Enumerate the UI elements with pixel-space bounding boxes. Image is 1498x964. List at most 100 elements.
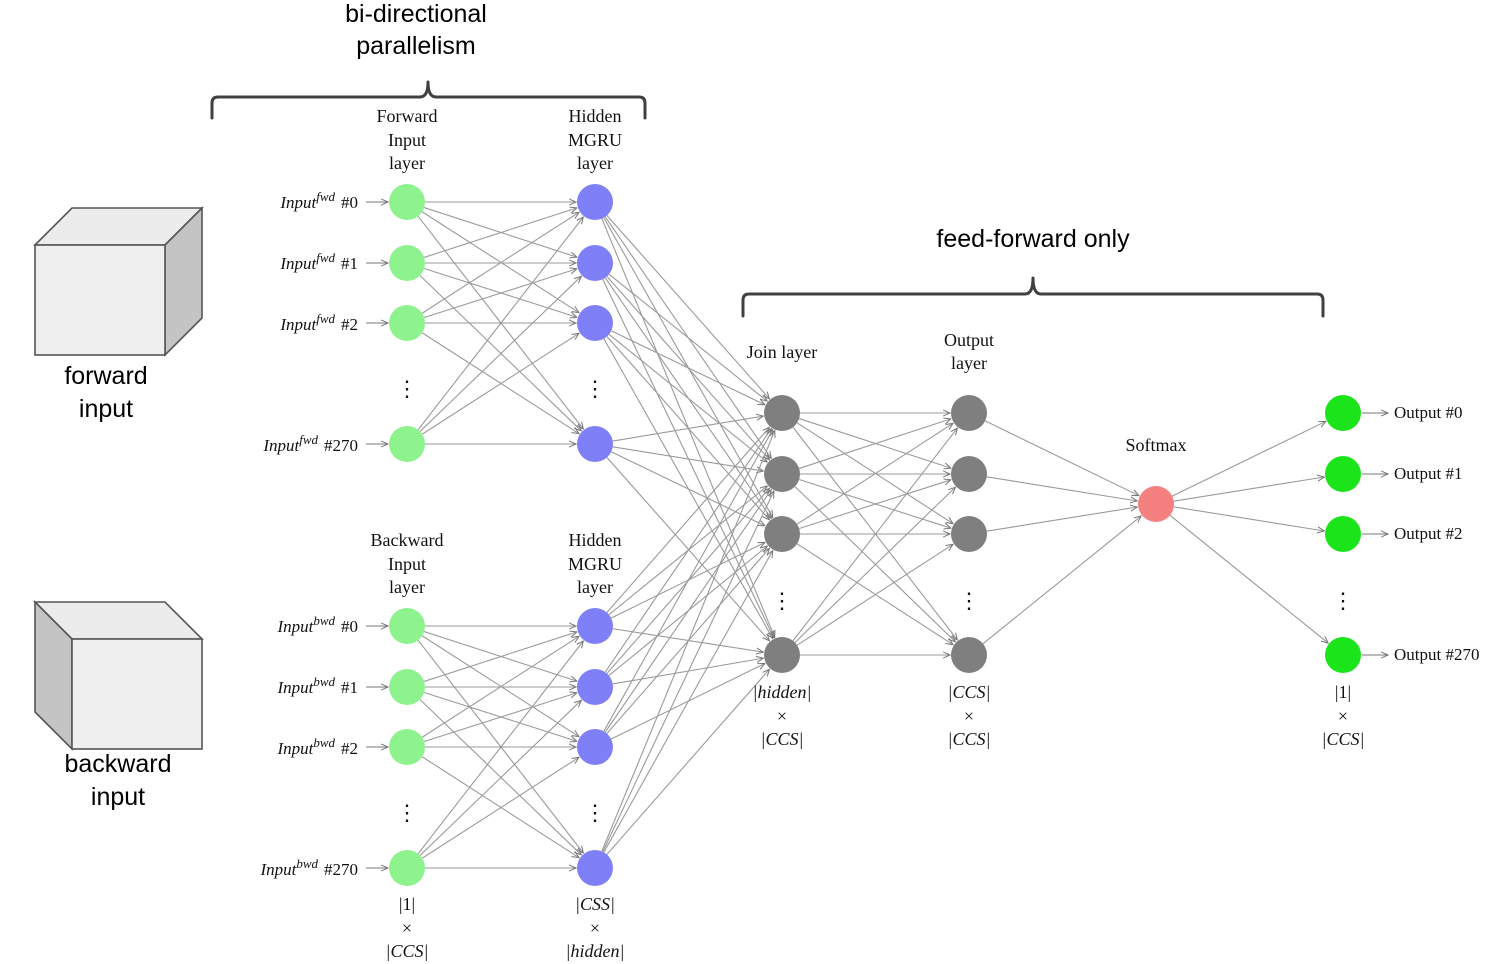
bwd-input-node bbox=[389, 729, 425, 765]
connection-hidden-fwd-join bbox=[612, 416, 763, 442]
input-fwd-0-label: Inputfwd#0 bbox=[279, 189, 358, 212]
svg-text:layer: layer bbox=[577, 153, 613, 173]
hidden-bwd-node bbox=[577, 729, 613, 765]
connection-join-output bbox=[796, 423, 953, 525]
bwd-input-node bbox=[389, 669, 425, 705]
svg-text:|CSS|: |CSS| bbox=[575, 894, 615, 914]
softmax-node bbox=[1138, 486, 1174, 522]
nodes bbox=[389, 184, 1361, 886]
ellipsis-hidden-fwd: ⋮ bbox=[584, 376, 606, 401]
svg-text:Output: Output bbox=[944, 330, 994, 350]
svg-text:Backward: Backward bbox=[371, 530, 444, 550]
connection-hidden-fwd-join bbox=[606, 215, 769, 398]
feedforward-label: feed-forward only bbox=[936, 225, 1130, 253]
svg-text:|CCS|: |CCS| bbox=[761, 729, 804, 749]
connection-hidden-fwd-join bbox=[606, 457, 769, 640]
svg-text:Hidden: Hidden bbox=[569, 530, 622, 550]
output-layer-node bbox=[951, 395, 987, 431]
svg-text:Hidden: Hidden bbox=[569, 106, 622, 126]
ellipsis-output: ⋮ bbox=[958, 588, 980, 613]
ellipsis-join: ⋮ bbox=[771, 588, 793, 613]
join-layer-title: Join layer bbox=[747, 342, 817, 362]
bidirectional-label-line2: parallelism bbox=[356, 32, 475, 60]
forward-input-layer-title: Forward Input layer bbox=[377, 106, 438, 173]
svg-text:Inputbwd#1: Inputbwd#1 bbox=[276, 674, 358, 697]
connection-hidden-fwd-join bbox=[608, 273, 767, 401]
join-node bbox=[764, 637, 800, 673]
join-node bbox=[764, 395, 800, 431]
connection-hidden-fwd-join bbox=[612, 446, 763, 471]
connection-hidden-bwd-join bbox=[601, 431, 775, 852]
svg-text:Inputfwd#270: Inputfwd#270 bbox=[262, 432, 358, 455]
input-fwd-270-label: Inputfwd#270 bbox=[262, 432, 358, 455]
connection-hidden-fwd-join bbox=[610, 451, 765, 526]
svg-text:Inputfwd#1: Inputfwd#1 bbox=[279, 250, 358, 273]
svg-text:|CCS|: |CCS| bbox=[948, 682, 991, 702]
hidden-bwd-layer-title: Hidden MGRU layer bbox=[568, 530, 622, 597]
backward-input-cube-icon: backward input bbox=[33, 600, 204, 811]
fwd-input-node bbox=[389, 305, 425, 341]
svg-text:Inputfwd#2: Inputfwd#2 bbox=[279, 311, 358, 334]
svg-text:layer: layer bbox=[951, 353, 987, 373]
input-bwd-0-label: Inputbwd#0 bbox=[276, 613, 358, 636]
output-1-label: Output #1 bbox=[1394, 464, 1462, 483]
connection-hidden-bwd-join bbox=[606, 669, 770, 855]
backward-input-layer-title: Backward Input layer bbox=[371, 530, 444, 597]
connection-hidden-bwd-join bbox=[603, 551, 773, 853]
ellipses: ⋮ ⋮ ⋮ ⋮ ⋮ ⋮ ⋮ bbox=[396, 376, 1354, 825]
backward-input-dims: |1| × |CCS| bbox=[386, 894, 429, 961]
connection-fwd-input-hidden bbox=[421, 333, 579, 435]
hidden-fwd-node bbox=[577, 184, 613, 220]
svg-text:|hidden|: |hidden| bbox=[566, 941, 625, 961]
backward-input-labels: Inputbwd#0 Inputbwd#1 Inputbwd#2 Inputbw… bbox=[259, 613, 358, 879]
hidden-fwd-node bbox=[577, 305, 613, 341]
fwd-input-node bbox=[389, 426, 425, 462]
connection-fwd-input-hidden bbox=[417, 217, 583, 431]
hidden-bwd-node bbox=[577, 850, 613, 886]
feedforward-brace: feed-forward only bbox=[741, 225, 1325, 318]
connection-softmax-final bbox=[1171, 421, 1326, 497]
backward-cube-label-line1: backward bbox=[65, 750, 172, 778]
forward-input-labels: Inputfwd#0 Inputfwd#1 Inputfwd#2 Inputfw… bbox=[262, 189, 358, 455]
forward-input-cube-icon: forward input bbox=[33, 206, 204, 423]
connection-fwd-input-hidden bbox=[421, 212, 579, 314]
svg-text:×: × bbox=[590, 918, 600, 938]
output-layer-node bbox=[951, 516, 987, 552]
connection-output-softmax bbox=[984, 420, 1139, 496]
final-output-node bbox=[1325, 637, 1361, 673]
bidirectional-brace: bi-directional parallelism bbox=[210, 0, 647, 120]
connections bbox=[366, 202, 1388, 868]
svg-text:layer: layer bbox=[389, 577, 425, 597]
svg-text:|hidden|: |hidden| bbox=[753, 682, 812, 702]
svg-text:layer: layer bbox=[389, 153, 425, 173]
svg-text:×: × bbox=[402, 918, 412, 938]
backward-cube-label-line2: input bbox=[91, 783, 145, 811]
connection-hidden-bwd-join bbox=[602, 491, 774, 852]
final-dims: |1| × |CCS| bbox=[1322, 682, 1365, 749]
join-node bbox=[764, 456, 800, 492]
svg-text:|1|: |1| bbox=[399, 894, 415, 914]
forward-cube-label-line1: forward bbox=[64, 362, 147, 390]
output-0-label: Output #0 bbox=[1394, 403, 1462, 422]
output-labels: Output #0 Output #1 Output #2 Output #27… bbox=[1394, 403, 1479, 664]
connection-fwd-input-hidden bbox=[423, 269, 577, 319]
connection-hidden-fwd-join bbox=[608, 333, 767, 462]
connection-bwd-input-hidden bbox=[419, 700, 581, 856]
hidden-fwd-node bbox=[577, 245, 613, 281]
connection-join-output bbox=[798, 480, 951, 530]
hidden-bwd-node bbox=[577, 608, 613, 644]
output-layer-title: Output layer bbox=[944, 330, 994, 373]
connection-bwd-input-hidden bbox=[417, 641, 583, 855]
output-dims: |CCS| × |CCS| bbox=[948, 682, 991, 749]
ellipsis-final: ⋮ bbox=[1332, 588, 1354, 613]
connection-hidden-bwd-join bbox=[604, 429, 771, 673]
bwd-input-node bbox=[389, 850, 425, 886]
connection-hidden-fwd-join bbox=[610, 330, 765, 405]
svg-text:|1|: |1| bbox=[1335, 682, 1351, 702]
connection-bwd-input-hidden bbox=[423, 693, 577, 743]
output-layer-node bbox=[951, 456, 987, 492]
svg-text:|CCS|: |CCS| bbox=[948, 729, 991, 749]
output-layer-node bbox=[951, 637, 987, 673]
connection-softmax-final bbox=[1173, 506, 1324, 531]
